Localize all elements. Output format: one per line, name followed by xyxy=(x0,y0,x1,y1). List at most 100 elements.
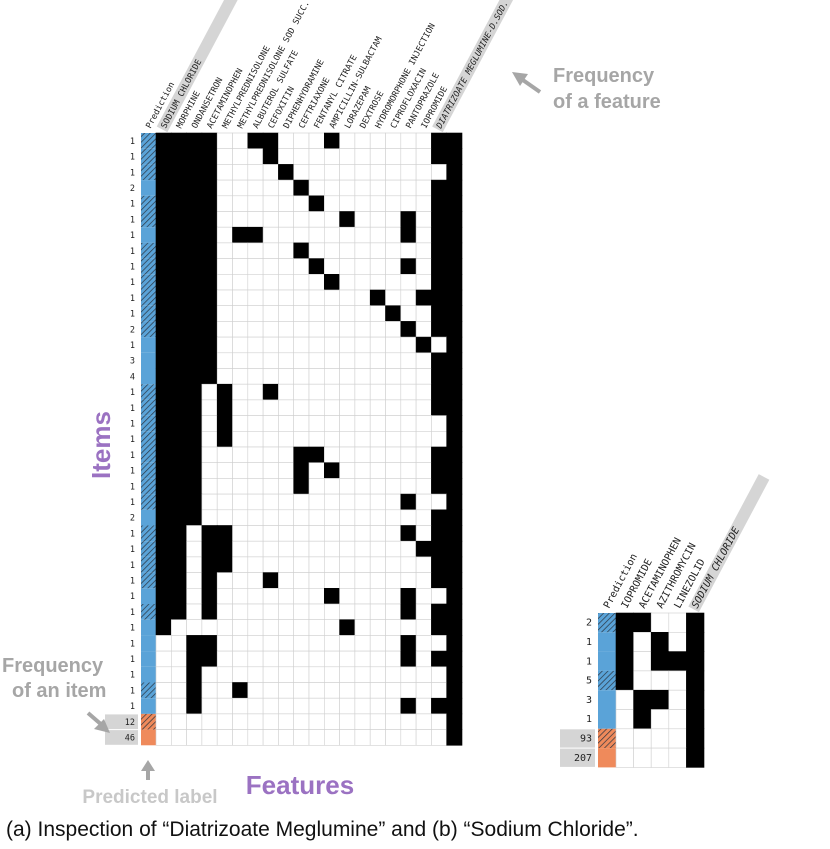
feature-cell-empty xyxy=(262,195,279,212)
feature-cell-empty xyxy=(415,556,432,573)
feature-cell-empty xyxy=(247,572,264,589)
feature-cell-empty xyxy=(385,179,402,197)
item-frequency: 1 xyxy=(130,262,135,272)
item-frequency: 12 xyxy=(125,718,135,728)
feature-cell-empty xyxy=(216,729,233,746)
feature-cell-filled xyxy=(155,446,172,463)
feature-cell-empty xyxy=(262,635,279,652)
feature-cell-empty xyxy=(232,619,249,636)
feature-cell-empty xyxy=(293,164,310,181)
feature-cell-empty xyxy=(385,650,402,668)
feature-cell-filled xyxy=(216,556,233,573)
feature-cell-empty xyxy=(308,242,325,259)
predicted-label-cell xyxy=(141,447,156,463)
feature-cell-empty xyxy=(247,682,264,699)
feature-cell-empty xyxy=(339,415,356,432)
feature-cell-empty xyxy=(293,352,310,369)
feature-cell-empty xyxy=(385,132,402,149)
predicted-label-cell xyxy=(141,337,156,353)
feature-cell-empty xyxy=(308,211,325,228)
feature-cell-filled xyxy=(201,258,218,275)
feature-cell-empty xyxy=(247,697,264,715)
feature-cell-empty xyxy=(354,666,371,683)
feature-cell-filled xyxy=(446,493,463,511)
feature-cell-empty xyxy=(339,179,356,197)
feature-cell-filled xyxy=(308,258,325,275)
feature-cell-empty xyxy=(431,635,447,652)
feature-cell-empty xyxy=(400,415,417,432)
feature-cell-empty xyxy=(232,368,249,385)
feature-cell-filled xyxy=(155,368,172,385)
feature-cell-empty xyxy=(293,697,310,715)
feature-cell-empty xyxy=(339,540,356,558)
feature-cell-empty xyxy=(278,729,294,746)
feature-cell-filled xyxy=(155,132,172,149)
feature-cell-empty xyxy=(431,729,447,746)
feature-cell-empty xyxy=(308,572,325,589)
feature-cell-empty xyxy=(262,446,279,463)
item-frequency: 1 xyxy=(586,656,592,667)
feature-cell-empty xyxy=(293,148,310,165)
feature-cell-empty xyxy=(216,635,233,652)
feature-cell-empty xyxy=(216,352,233,369)
feature-cell-filled xyxy=(171,179,187,197)
feature-cell-empty xyxy=(323,399,340,416)
feature-cell-empty xyxy=(400,446,417,463)
feature-cell-empty xyxy=(232,179,249,197)
feature-cell-empty xyxy=(615,747,634,768)
feature-cell-empty xyxy=(369,195,386,212)
feature-cell-empty xyxy=(247,446,264,463)
feature-cell-empty xyxy=(415,430,432,448)
feature-cell-empty xyxy=(216,509,233,526)
feature-cell-empty xyxy=(354,572,371,589)
feature-cell-empty xyxy=(431,587,447,605)
feature-cell-empty xyxy=(232,383,249,401)
feature-cell-filled xyxy=(155,211,172,228)
item-frequency: 207 xyxy=(574,753,592,764)
feature-cell-empty xyxy=(262,226,279,244)
feature-cell-filled xyxy=(186,179,203,197)
feature-cell-filled xyxy=(431,226,447,244)
feature-cell-empty xyxy=(247,713,264,730)
feature-cell-empty xyxy=(186,603,203,620)
feature-cell-empty xyxy=(339,572,356,589)
feature-cell-empty xyxy=(232,242,249,259)
feature-cell-empty xyxy=(308,336,325,354)
feature-cell-filled xyxy=(171,399,187,416)
feature-cell-empty xyxy=(633,631,652,652)
predicted-label-cell xyxy=(141,242,156,259)
feature-cell-filled xyxy=(186,226,203,244)
feature-cell-filled xyxy=(446,462,463,479)
feature-cell-empty xyxy=(201,666,218,683)
item-frequency: 1 xyxy=(130,341,135,351)
feature-cell-empty xyxy=(216,179,233,197)
feature-cell-empty xyxy=(668,728,687,749)
predicted-label-cell xyxy=(141,525,156,542)
feature-cell-empty xyxy=(668,709,687,730)
feature-cell-empty xyxy=(369,321,386,338)
feature-cell-filled xyxy=(155,179,172,197)
feature-cell-empty xyxy=(385,697,402,715)
feature-cell-empty xyxy=(354,211,371,228)
feature-cell-empty xyxy=(415,729,432,746)
feature-cell-empty xyxy=(369,462,386,479)
feature-cell-empty xyxy=(278,399,294,416)
feature-cell-empty xyxy=(247,540,264,558)
feature-cell-empty xyxy=(247,383,264,401)
feature-cell-empty xyxy=(171,713,187,730)
feature-cell-empty xyxy=(293,289,310,306)
feature-cell-empty xyxy=(369,415,386,432)
feature-cell-empty xyxy=(400,383,417,401)
feature-cell-empty xyxy=(400,352,417,369)
feature-cell-empty xyxy=(323,368,340,385)
feature-cell-empty xyxy=(339,509,356,526)
feature-cell-empty xyxy=(278,650,294,668)
feature-cell-empty xyxy=(232,258,249,275)
feature-cell-empty xyxy=(369,682,386,699)
feature-cell-empty xyxy=(385,273,402,291)
feature-cell-filled xyxy=(171,352,187,369)
feature-cell-empty xyxy=(650,612,670,633)
feature-cell-filled xyxy=(293,462,310,479)
feature-cell-empty xyxy=(400,242,417,259)
feature-cell-empty xyxy=(293,132,310,149)
